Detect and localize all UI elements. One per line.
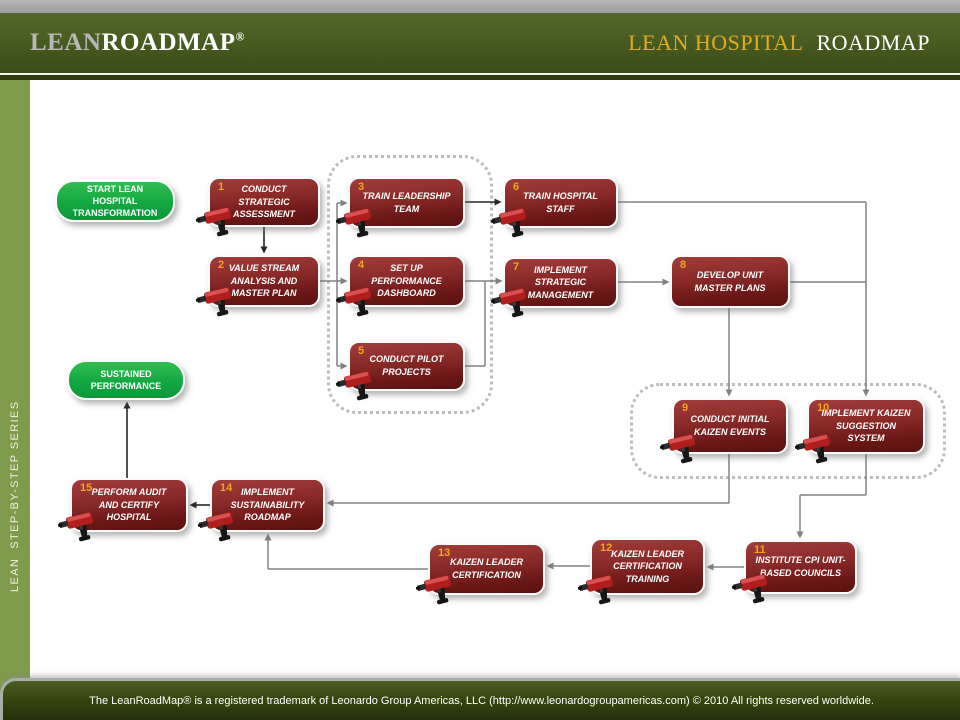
step-label: SET UP PERFORMANCE DASHBOARD xyxy=(371,263,442,299)
step-label: CONDUCT STRATEGIC ASSESSMENT xyxy=(232,184,295,220)
step-label: VALUE STREAM ANALYSIS AND MASTER PLAN xyxy=(228,263,300,299)
header-separator-dark xyxy=(0,75,960,80)
phase-group-launch xyxy=(327,155,493,414)
step-box-8: 8 DEVELOP UNIT MASTER PLANS xyxy=(670,255,790,308)
step-box-7: 7 IMPLEMENT STRATEGIC MANAGEMENT xyxy=(503,257,618,308)
step-box-3: 3 TRAIN LEADERSHIP TEAM xyxy=(348,177,465,228)
step-label: IMPLEMENT STRATEGIC MANAGEMENT xyxy=(527,264,594,300)
step-label: IMPLEMENT SUSTAINABILITY ROADMAP xyxy=(230,487,305,523)
step-label: DEVELOP UNIT MASTER PLANS xyxy=(694,269,766,293)
step-label: CONDUCT PILOT PROJECTS xyxy=(369,354,444,377)
step-box-9: 9 CONDUCT INITIAL KAIZEN EVENTS xyxy=(672,398,788,454)
end-node-label: SUSTAINED PERFORMANCE xyxy=(90,368,162,391)
step-label: TRAIN HOSPITAL STAFF xyxy=(523,190,598,214)
step-number: 12 xyxy=(600,542,613,554)
start-node-label: START LEAN HOSPITAL TRANSFORMATION xyxy=(72,183,158,219)
step-number: 13 xyxy=(438,547,451,559)
step-number: 10 xyxy=(817,402,830,414)
step-number: 9 xyxy=(682,402,689,414)
end-node: SUSTAINED PERFORMANCE xyxy=(67,360,185,400)
registered-mark: ® xyxy=(235,29,245,44)
step-box-11: 11 INSTITUTE CPI UNIT-BASED COUNCILS xyxy=(744,540,857,594)
step-box-13: 13 KAIZEN LEADER CERTIFICATION xyxy=(428,543,545,595)
step-label: INSTITUTE CPI UNIT-BASED COUNCILS xyxy=(755,555,846,578)
step-number: 2 xyxy=(218,259,225,271)
step-box-5: 5 CONDUCT PILOT PROJECTS xyxy=(348,341,465,391)
step-label: KAIZEN LEADER CERTIFICATION TRAINING xyxy=(610,548,684,584)
start-node: START LEAN HOSPITAL TRANSFORMATION xyxy=(55,180,175,222)
page-title-lean-hospital: LEAN HOSPITAL xyxy=(628,30,804,55)
step-box-10: 10 IMPLEMENT KAIZEN SUGGESTION SYSTEM xyxy=(807,398,925,454)
step-label: IMPLEMENT KAIZEN SUGGESTION SYSTEM xyxy=(821,408,911,444)
step-number: 5 xyxy=(358,345,365,357)
step-box-15: 15 PERFORM AUDIT AND CERTIFY HOSPITAL xyxy=(70,478,188,532)
step-number: 1 xyxy=(218,181,225,193)
step-box-6: 6 TRAIN HOSPITAL STAFF xyxy=(503,177,618,228)
step-number: 7 xyxy=(513,261,520,273)
trademark-notice: The LeanRoadMap® is a registered tradema… xyxy=(89,694,874,707)
top-gray-bar xyxy=(0,0,960,13)
step-box-4: 4 SET UP PERFORMANCE DASHBOARD xyxy=(348,255,465,307)
step-box-2: 2 VALUE STREAM ANALYSIS AND MASTER PLAN xyxy=(208,255,320,307)
page-title-roadmap: ROADMAP xyxy=(816,30,930,55)
brand-logo: LEANROADMAP® xyxy=(30,29,245,57)
step-number: 14 xyxy=(220,482,233,494)
page-title: LEAN HOSPITAL ROADMAP xyxy=(628,30,930,56)
brand-logo-lean: LEAN xyxy=(30,29,102,56)
step-number: 4 xyxy=(358,259,365,271)
step-label: PERFORM AUDIT AND CERTIFY HOSPITAL xyxy=(91,487,167,523)
footer-bar: The LeanRoadMap® is a registered tradema… xyxy=(0,678,960,720)
step-label: KAIZEN LEADER CERTIFICATION xyxy=(449,557,523,580)
step-number: 15 xyxy=(80,482,93,494)
header-separator-light xyxy=(0,73,960,75)
step-box-14: 14 IMPLEMENT SUSTAINABILITY ROADMAP xyxy=(210,478,325,532)
phase-group-kaizen xyxy=(630,383,946,479)
step-number: 3 xyxy=(358,181,365,193)
sidebar-band: LEAN STEP-BY-STEP SERIES xyxy=(0,80,30,695)
step-number: 11 xyxy=(754,544,766,556)
step-box-12: 12 KAIZEN LEADER CERTIFICATION TRAINING xyxy=(590,538,705,595)
step-label: TRAIN LEADERSHIP TEAM xyxy=(362,190,451,214)
brand-logo-roadmap: ROADMAP xyxy=(101,29,236,56)
step-number: 6 xyxy=(513,181,520,193)
step-label: CONDUCT INITIAL KAIZEN EVENTS xyxy=(690,414,770,437)
step-number: 8 xyxy=(680,259,687,271)
step-box-1: 1 CONDUCT STRATEGIC ASSESSMENT xyxy=(208,177,320,227)
